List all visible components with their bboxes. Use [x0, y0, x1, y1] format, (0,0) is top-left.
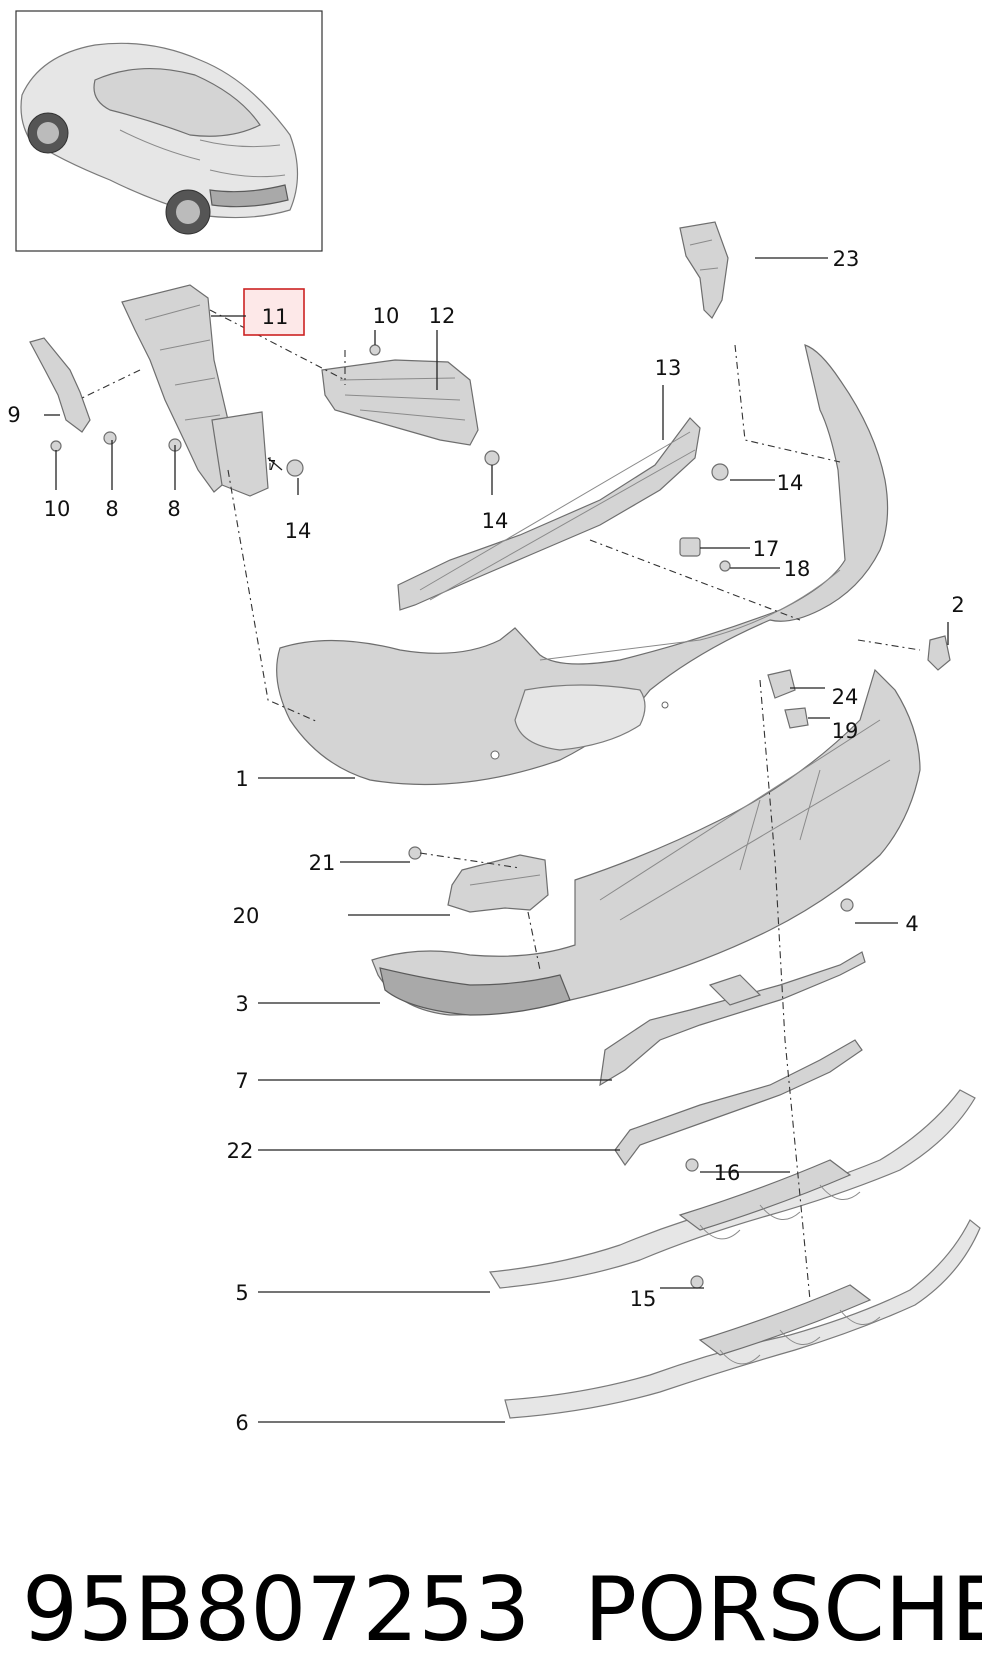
callout-12: 12 [429, 304, 456, 328]
part-7-trim-strip [599, 951, 866, 1087]
callout-20: 20 [233, 904, 260, 928]
part-22-diffuser-strip [614, 1039, 863, 1167]
part-9-side-strip [29, 337, 91, 433]
callout-5: 5 [235, 1281, 248, 1305]
part-23-bracket [679, 221, 729, 319]
callout-24: 24 [832, 685, 859, 709]
callout-4: 4 [905, 912, 918, 936]
callout-13: 13 [655, 356, 682, 380]
brand-caption: PORSCHE [584, 1558, 982, 1661]
callout-9: 9 [7, 403, 20, 427]
callout-7: 7 [235, 1069, 248, 1093]
callout-7-small: 7 [268, 459, 276, 474]
part-2-clip [927, 635, 951, 671]
parts-15-16-fasteners [685, 1158, 704, 1289]
callout-14a: 14 [777, 471, 804, 495]
leader-lines [44, 257, 949, 1423]
part-5-diffuser [488, 1089, 976, 1289]
callout-11: 11 [262, 305, 289, 329]
part-number-caption: 95B807253 [22, 1558, 530, 1661]
callout-8a: 8 [105, 497, 118, 521]
callout-3: 3 [235, 992, 248, 1016]
callout-21: 21 [309, 851, 336, 875]
callout-17: 17 [753, 537, 780, 561]
callout-16: 16 [714, 1161, 741, 1185]
part-21-screw [408, 846, 422, 860]
part-3-lower-carrier [371, 668, 921, 1016]
part-12-bracket [321, 359, 479, 446]
part-6-diffuser-lower [504, 1219, 981, 1419]
callout-8b: 8 [167, 497, 180, 521]
part-11-side-guide [121, 284, 269, 497]
car-overview-inset [15, 10, 323, 252]
callout-1: 1 [235, 767, 248, 791]
callout-10a: 10 [44, 497, 71, 521]
callout-19: 19 [832, 719, 859, 743]
part-20-mount [447, 854, 549, 913]
highlight-box-11 [243, 288, 305, 336]
part-4-clip [840, 898, 854, 912]
callout-14b: 14 [285, 519, 312, 543]
assembly-dash-lines [81, 309, 921, 1301]
callout-22: 22 [227, 1139, 254, 1163]
callout-6: 6 [235, 1411, 248, 1435]
callout-14c: 14 [482, 509, 509, 533]
callout-18: 18 [784, 557, 811, 581]
callout-2: 2 [951, 593, 964, 617]
callout-labels: 1 2 3 4 5 6 7 7 8 8 9 10 10 11 12 13 14 … [7, 247, 964, 1435]
callout-15: 15 [630, 1287, 657, 1311]
part-1-bumper-cover [276, 344, 889, 786]
callout-10b: 10 [373, 304, 400, 328]
callout-23: 23 [833, 247, 860, 271]
part-13-carrier [397, 417, 701, 611]
small-fasteners-right [50, 344, 809, 729]
